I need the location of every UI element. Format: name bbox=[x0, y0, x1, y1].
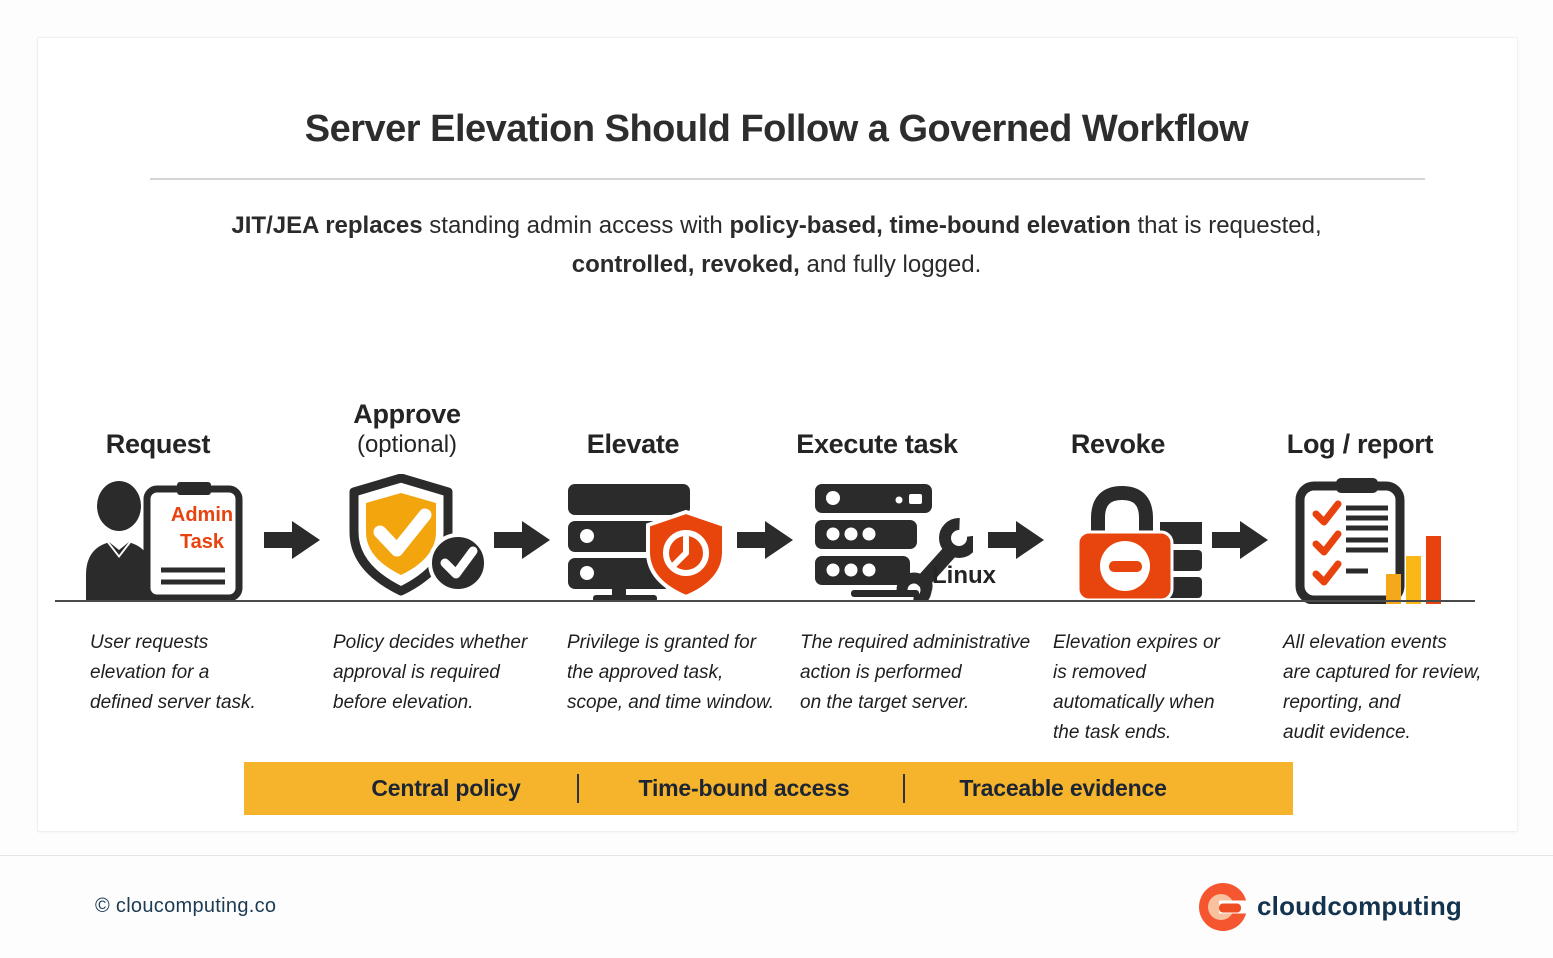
server-wrench-icon bbox=[815, 484, 973, 602]
banner-separator bbox=[577, 774, 579, 803]
arrow-right-icon bbox=[1212, 521, 1268, 559]
desc-elevate: Privilege is granted for the approved ta… bbox=[567, 632, 775, 713]
shield-check-icon bbox=[349, 474, 488, 596]
linux-caption: Linux bbox=[932, 562, 996, 589]
desc-execute-task: The required administrative action is pe… bbox=[800, 632, 1031, 713]
step-label-approve: Approve (optional) bbox=[353, 399, 461, 458]
desc-approve: Policy decides whether approval is requi… bbox=[333, 632, 528, 713]
banner-item-central-policy: Central policy bbox=[371, 775, 521, 801]
desc-log-report: All elevation events are captured for re… bbox=[1283, 632, 1482, 743]
step-label-elevate: Elevate bbox=[586, 429, 680, 459]
clipboard-admin-task-label: Admin Task bbox=[170, 504, 234, 553]
user-admin-task-clipboard-icon bbox=[86, 481, 243, 602]
arrow-right-icon bbox=[737, 521, 793, 559]
step-label-log-report: Log / report bbox=[1286, 429, 1434, 459]
step-label-execute-task: Execute task bbox=[796, 429, 958, 459]
steps-baseline-divider bbox=[55, 600, 1475, 602]
arrow-right-icon bbox=[988, 521, 1044, 559]
title-divider bbox=[150, 178, 1425, 180]
step-label-request: Request bbox=[105, 429, 211, 459]
arrow-right-icon bbox=[264, 521, 320, 559]
banner-item-time-bound-access: Time-bound access bbox=[638, 775, 850, 801]
subtitle-line-1: JIT/JEA replaces standing admin access w… bbox=[231, 212, 1322, 239]
page-title: Server Elevation Should Follow a Governe… bbox=[304, 108, 1249, 150]
content-card bbox=[37, 37, 1518, 832]
subtitle-line-2: controlled, revoked, and fully logged. bbox=[571, 251, 982, 278]
clipboard-checklist-chart-icon bbox=[1295, 478, 1441, 604]
arrow-right-icon bbox=[494, 521, 550, 559]
banner-item-traceable-evidence: Traceable evidence bbox=[959, 775, 1167, 801]
step-label-revoke: Revoke bbox=[1070, 429, 1166, 459]
cloudcomputing-logo-icon bbox=[1199, 883, 1247, 931]
footer-divider bbox=[0, 855, 1553, 856]
desc-request: User requests elevation for a defined se… bbox=[90, 632, 256, 713]
banner-separator bbox=[903, 774, 905, 803]
server-shield-clock-icon bbox=[568, 484, 726, 602]
copyright-text: © cloucomputing.co bbox=[95, 895, 277, 917]
key-points-banner: Central policy Time-bound access Traceab… bbox=[244, 762, 1293, 815]
lock-storage-icon bbox=[1076, 485, 1202, 602]
desc-revoke: Elevation expires or is removed automati… bbox=[1053, 632, 1220, 743]
subtitle: JIT/JEA replaces standing admin access w… bbox=[0, 206, 1553, 284]
brand-name: cloudcomputing bbox=[1257, 891, 1462, 921]
